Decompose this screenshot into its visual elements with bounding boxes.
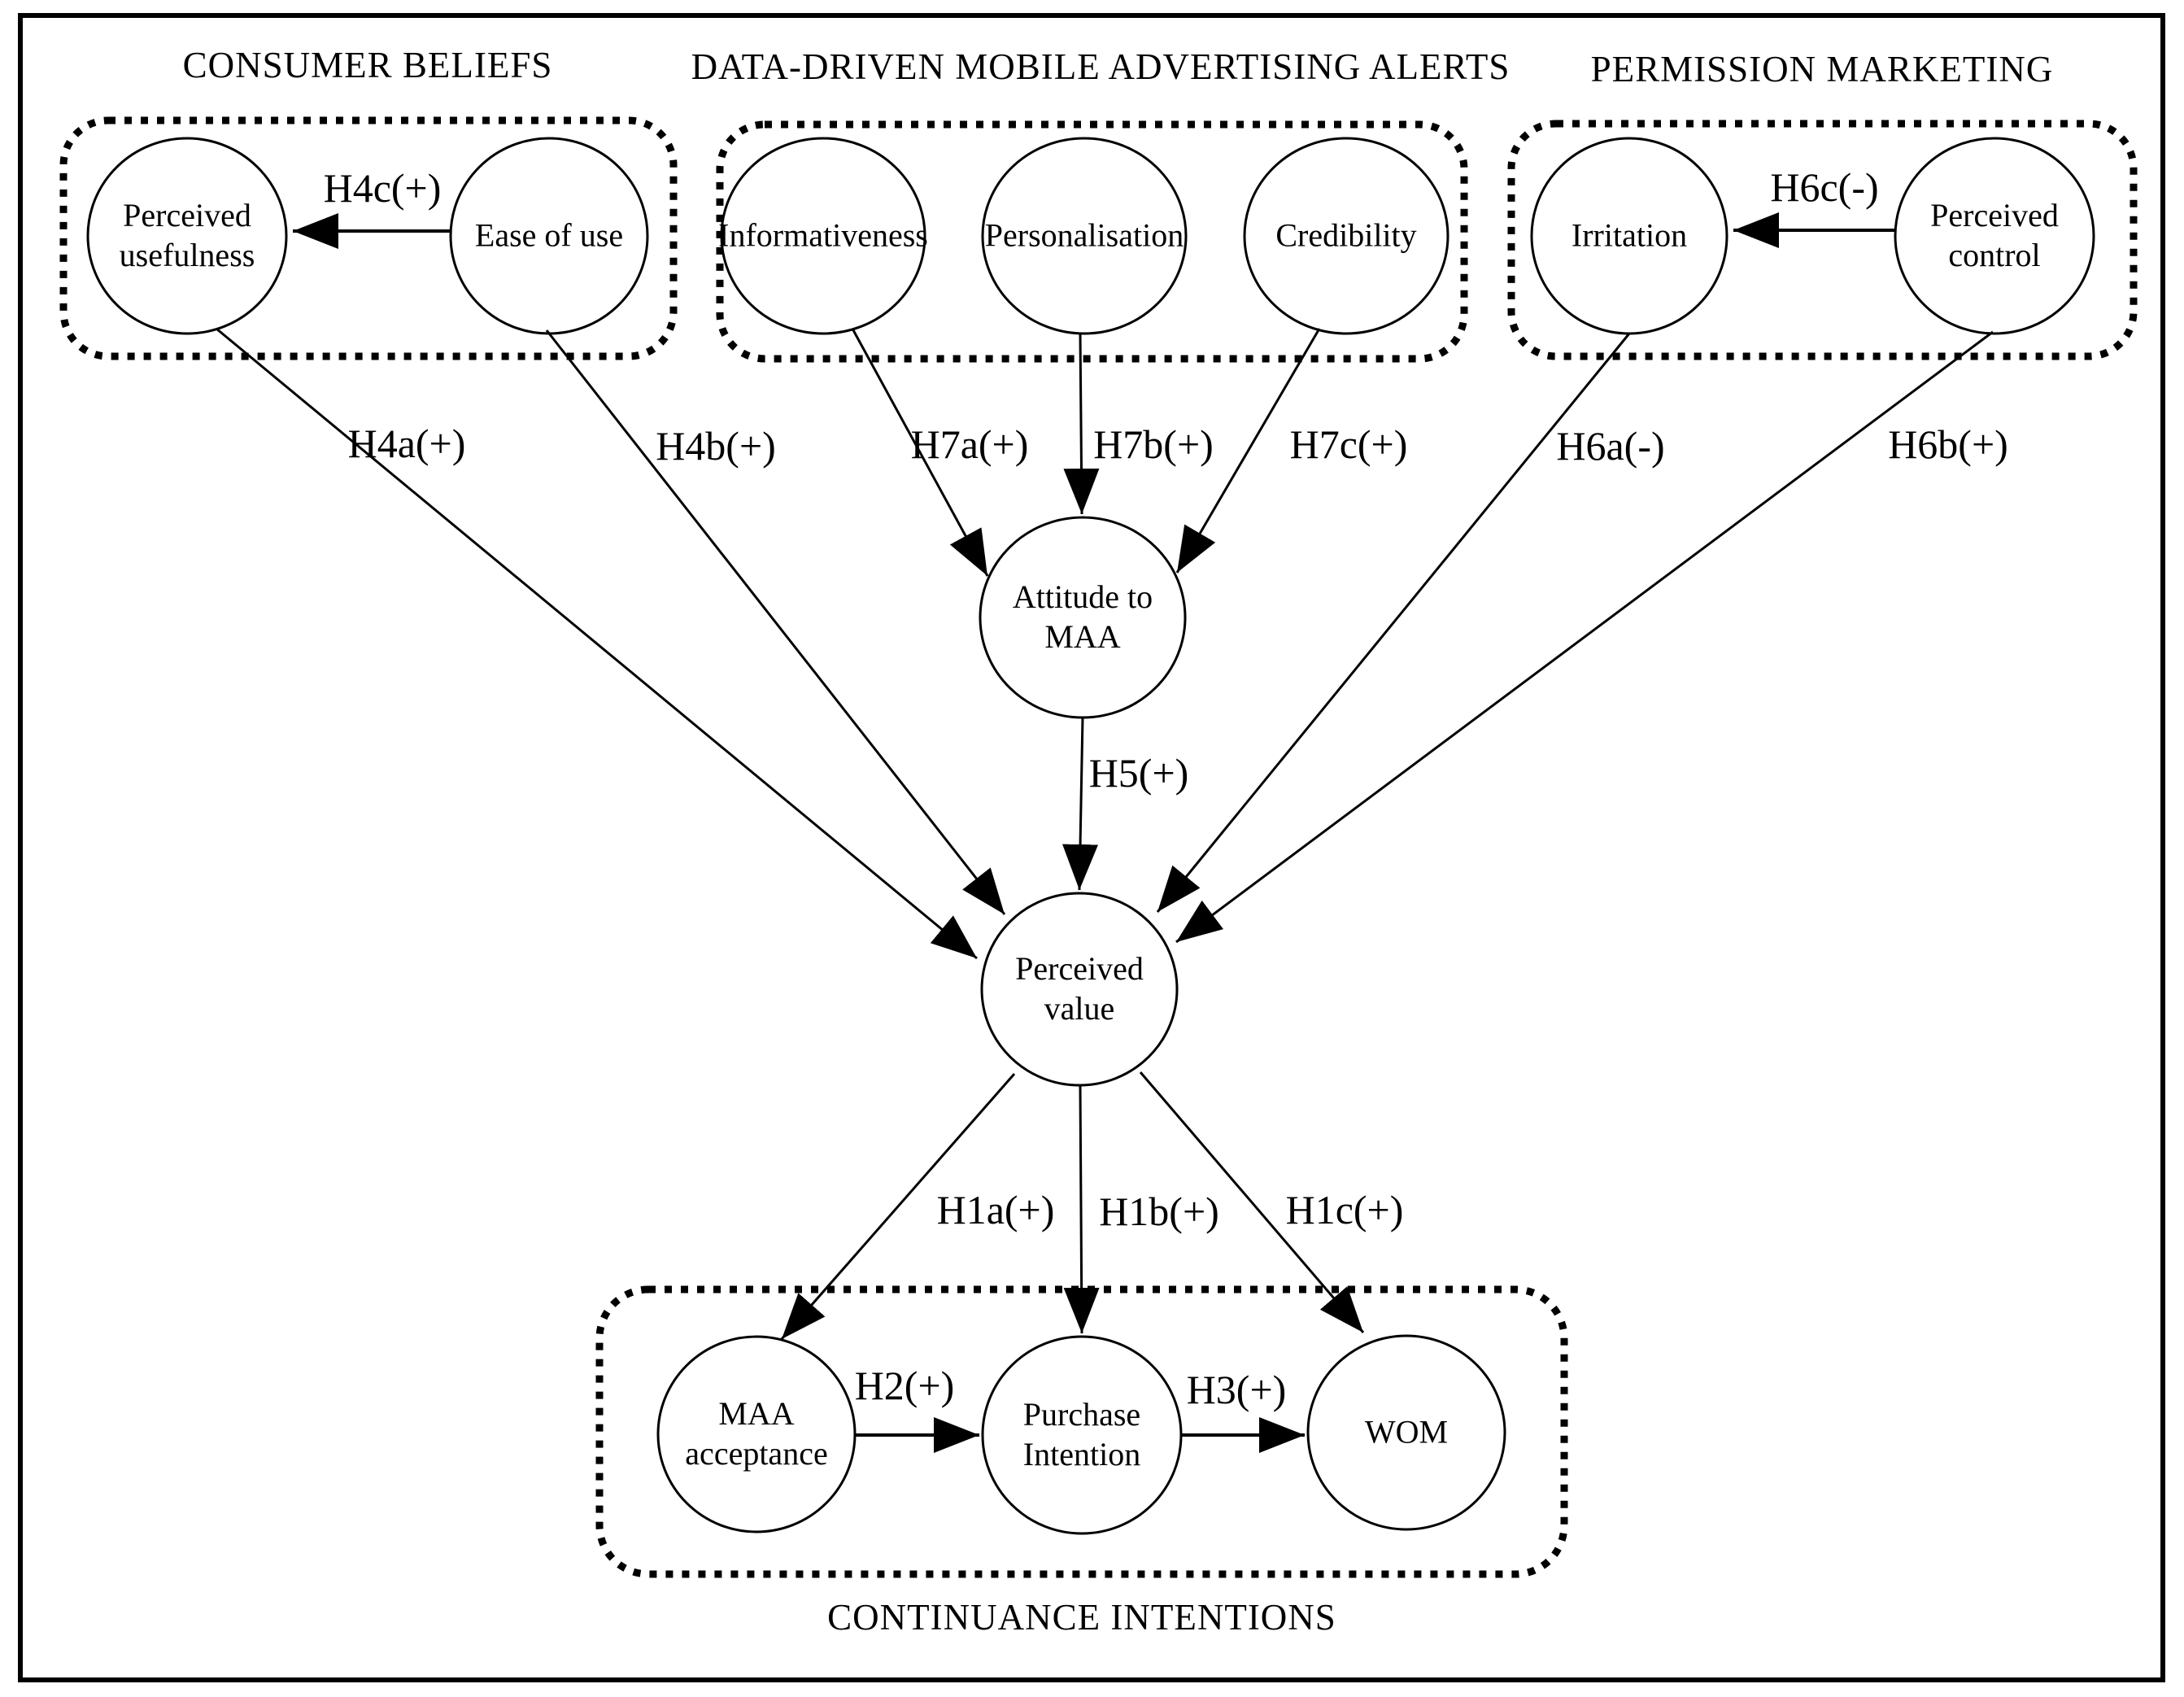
h1c-label: H1c(+) — [1285, 1187, 1404, 1232]
perceived-value-label: Perceived value — [1015, 949, 1144, 1029]
outer-border — [18, 13, 2165, 1682]
h7c-label: H7c(+) — [1289, 421, 1408, 467]
maa-acceptance-line1: MAA — [718, 1395, 795, 1433]
wom-node — [1306, 1334, 1506, 1531]
h6c-label: H6c(-) — [1770, 164, 1879, 210]
attitude-to-maa-label: Attitude to MAA — [1013, 578, 1153, 657]
h1a-arrow — [780, 1073, 1016, 1340]
h4a-arrow — [216, 327, 978, 960]
wom-line1: WOM — [1364, 1413, 1449, 1451]
continuance-intentions-title: CONTINUANCE INTENTIONS — [827, 1597, 1336, 1638]
maa-acceptance-line2: acceptance — [685, 1435, 828, 1472]
h4b-arrow — [545, 329, 1006, 915]
h6a-arrow — [1156, 333, 1631, 913]
attitude-to-maa-line2: MAA — [1044, 618, 1121, 655]
perceived-control-line1: Perceived — [1930, 197, 2059, 234]
h4a-label: H4a(+) — [347, 421, 466, 466]
h4b-label: H4b(+) — [656, 423, 776, 469]
h7b-label: H7b(+) — [1093, 421, 1214, 467]
h1c-arrow — [1139, 1071, 1365, 1333]
perceived-control-line2: control — [1948, 237, 2041, 273]
permission-marketing-box — [1507, 120, 2138, 360]
perceived-control-node — [1894, 137, 2095, 335]
h2-label: H2(+) — [854, 1363, 955, 1408]
purchase-intention-line2: Intention — [1022, 1436, 1141, 1472]
credibility-label: Credibility — [1275, 216, 1416, 256]
perceived-usefulness-label: Perceived usefulness — [120, 196, 255, 276]
ease-of-use-label: Ease of use — [475, 216, 623, 256]
personalisation-label: Personalisation — [985, 216, 1184, 256]
perceived-usefulness-line2: usefulness — [119, 237, 255, 273]
h6a-label: H6a(-) — [1556, 423, 1665, 469]
data-driven-alerts-title: DATA-DRIVEN MOBILE ADVERTISING ALERTS — [691, 46, 1510, 87]
h1b-label: H1b(+) — [1099, 1189, 1219, 1234]
personalisation-node — [981, 137, 1188, 335]
perceived-usefulness-line1: Perceived — [123, 197, 251, 234]
h7a-arrow — [851, 328, 989, 577]
h1b-arrow — [1063, 1084, 1100, 1334]
consumer-beliefs-title: CONSUMER BELIEFS — [182, 45, 553, 85]
maa-acceptance-label: MAA acceptance — [685, 1394, 827, 1474]
credibility-node — [1243, 137, 1449, 335]
purchase-intention-label: Purchase Intention — [1023, 1395, 1140, 1475]
purchase-intention-line1: Purchase — [1022, 1396, 1141, 1433]
h3-label: H3(+) — [1186, 1367, 1287, 1412]
h5-arrow — [1062, 717, 1099, 891]
irritation-line1: Irritation — [1571, 216, 1688, 254]
perceived-usefulness-node — [86, 137, 288, 335]
ease-of-use-line1: Ease of use — [474, 216, 624, 254]
permission-marketing-title: PERMISSION MARKETING — [1590, 49, 2054, 89]
attitude-to-maa-line1: Attitude to — [1012, 578, 1153, 616]
h1a-label: H1a(+) — [936, 1187, 1055, 1232]
h7c-arrow — [1175, 328, 1321, 574]
perceived-value-node — [980, 892, 1179, 1087]
informativeness-line1: Informativeness — [718, 216, 928, 254]
personalisation-line1: Personalisation — [984, 216, 1184, 254]
h7a-label: H7a(+) — [910, 421, 1029, 467]
perceived-value-line1: Perceived — [1015, 950, 1144, 988]
informativeness-label: Informativeness — [718, 216, 928, 256]
wom-label: WOM — [1365, 1413, 1448, 1453]
perceived-value-line2: value — [1044, 990, 1115, 1027]
credibility-line1: Credibility — [1275, 216, 1417, 254]
irritation-label: Irritation — [1572, 216, 1687, 256]
perceived-control-label: Perceived control — [1930, 196, 2059, 276]
h5-label: H5(+) — [1088, 750, 1189, 796]
h7b-arrow — [1063, 333, 1100, 515]
h6b-label: H6b(+) — [1888, 421, 2008, 467]
consumer-beliefs-box — [59, 116, 678, 360]
h4c-label: H4c(+) — [323, 165, 442, 211]
h6b-arrow — [1175, 330, 1994, 944]
informativeness-node — [720, 137, 926, 335]
data-driven-alerts-box — [716, 120, 1468, 363]
